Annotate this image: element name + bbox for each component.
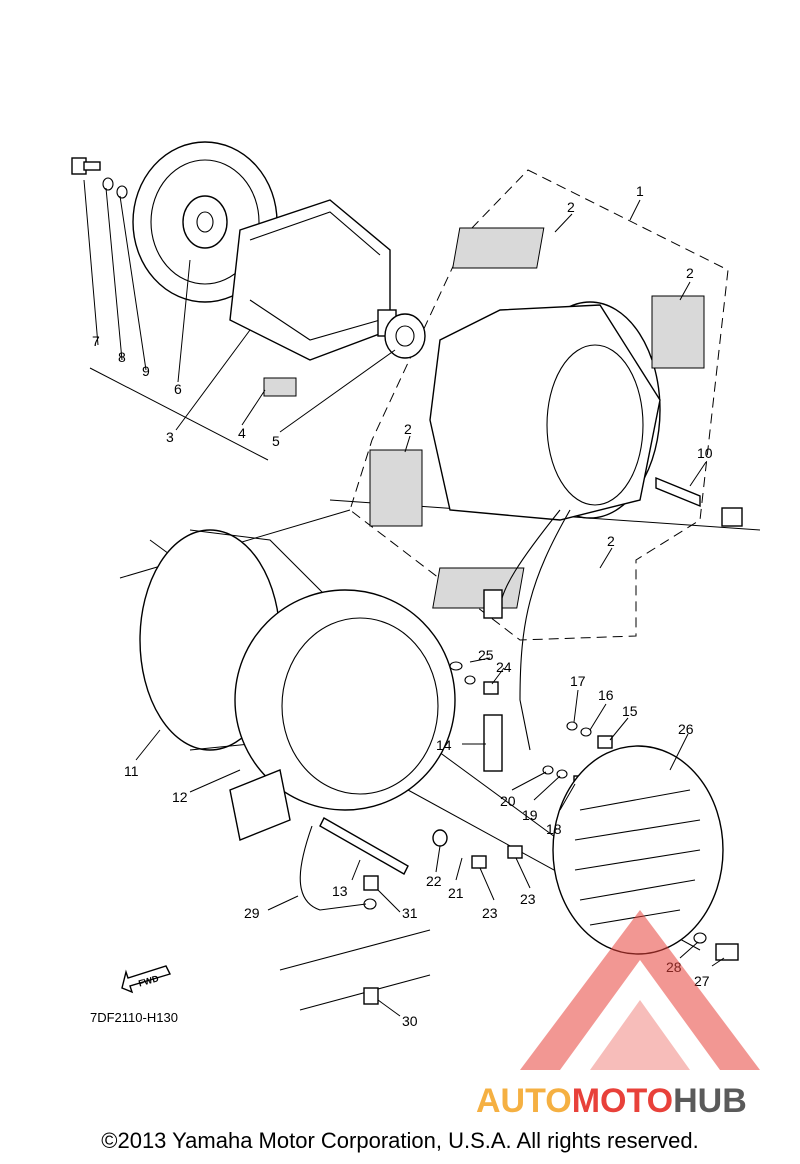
earth-lead — [299, 825, 367, 911]
callout-17: 17 — [570, 673, 586, 689]
callout-31: 31 — [402, 905, 418, 921]
watermark-hub: HUB — [673, 1082, 747, 1120]
watermark-wordmark: AUTOMOTOHUB — [476, 1082, 747, 1120]
callout-2: 2 — [607, 533, 615, 549]
ground-screw — [363, 987, 379, 1005]
end-housing — [229, 589, 456, 841]
callout-8: 8 — [118, 349, 126, 365]
callout-2: 2 — [567, 199, 575, 215]
callout-23: 23 — [520, 891, 536, 907]
rectifier — [263, 377, 297, 397]
callout-2: 2 — [404, 421, 412, 437]
callout-11: 11 — [124, 763, 139, 779]
insulation-pad — [452, 227, 545, 269]
callout-5: 5 — [272, 433, 280, 449]
through-bolt — [655, 476, 743, 527]
fan-bolt-washers — [71, 157, 128, 199]
automotohub-watermark-logo: AUTOMOTOHUB — [476, 910, 760, 1120]
lead-terminal — [363, 898, 377, 910]
callout-21: 21 — [448, 885, 464, 901]
callout-13: 13 — [332, 883, 348, 899]
callout-7: 7 — [92, 333, 100, 349]
insulation-pad — [651, 295, 705, 369]
leader-lines — [83, 179, 725, 1017]
callout-19: 19 — [522, 807, 538, 823]
callout-9: 9 — [142, 363, 150, 379]
watermark-moto: MOTO — [572, 1082, 673, 1120]
reference-line — [279, 929, 431, 971]
callout-22: 22 — [426, 873, 442, 889]
callout-30: 30 — [402, 1013, 418, 1029]
stator — [429, 301, 661, 521]
insulation-pad — [369, 449, 423, 527]
callout-15: 15 — [622, 703, 638, 719]
callout-20: 20 — [500, 793, 516, 809]
wiring-harness — [499, 509, 571, 751]
callout-6: 6 — [174, 381, 182, 397]
grille-cover — [552, 745, 724, 955]
connector — [483, 589, 503, 619]
callout-2: 2 — [686, 265, 694, 281]
callout-10: 10 — [697, 445, 713, 461]
copyright-notice: ©2013 Yamaha Motor Corporation, U.S.A. A… — [101, 1128, 699, 1153]
callout-16: 16 — [598, 687, 614, 703]
callout-numbers: 1 2 2 2 2 3 4 5 6 7 8 9 10 11 12 13 14 1… — [92, 183, 713, 1029]
insulation-pad — [432, 567, 525, 609]
bearing — [384, 313, 426, 359]
callout-18: 18 — [546, 821, 562, 837]
callout-23: 23 — [482, 905, 498, 921]
cover-washer — [693, 932, 707, 944]
callout-29: 29 — [244, 905, 260, 921]
callout-25: 25 — [478, 647, 494, 663]
watermark-inner-triangle — [590, 1000, 690, 1070]
diagram-code: 7DF2110-H130 — [90, 1010, 178, 1025]
fwd-arrow-icon: FWD — [121, 965, 171, 994]
callout-4: 4 — [238, 425, 246, 441]
callout-1: 1 — [636, 183, 644, 199]
watermark-auto: AUTO — [476, 1082, 572, 1120]
cover-bolt — [715, 943, 739, 961]
callout-24: 24 — [496, 659, 512, 675]
callout-27: 27 — [694, 973, 710, 989]
callout-12: 12 — [172, 789, 188, 805]
brush-holder — [483, 714, 503, 772]
callout-3: 3 — [166, 429, 174, 445]
callout-26: 26 — [678, 721, 694, 737]
callout-14: 14 — [436, 737, 452, 753]
long-bolt — [319, 817, 409, 875]
watermark-triangle — [520, 910, 760, 1070]
nut — [363, 875, 379, 891]
